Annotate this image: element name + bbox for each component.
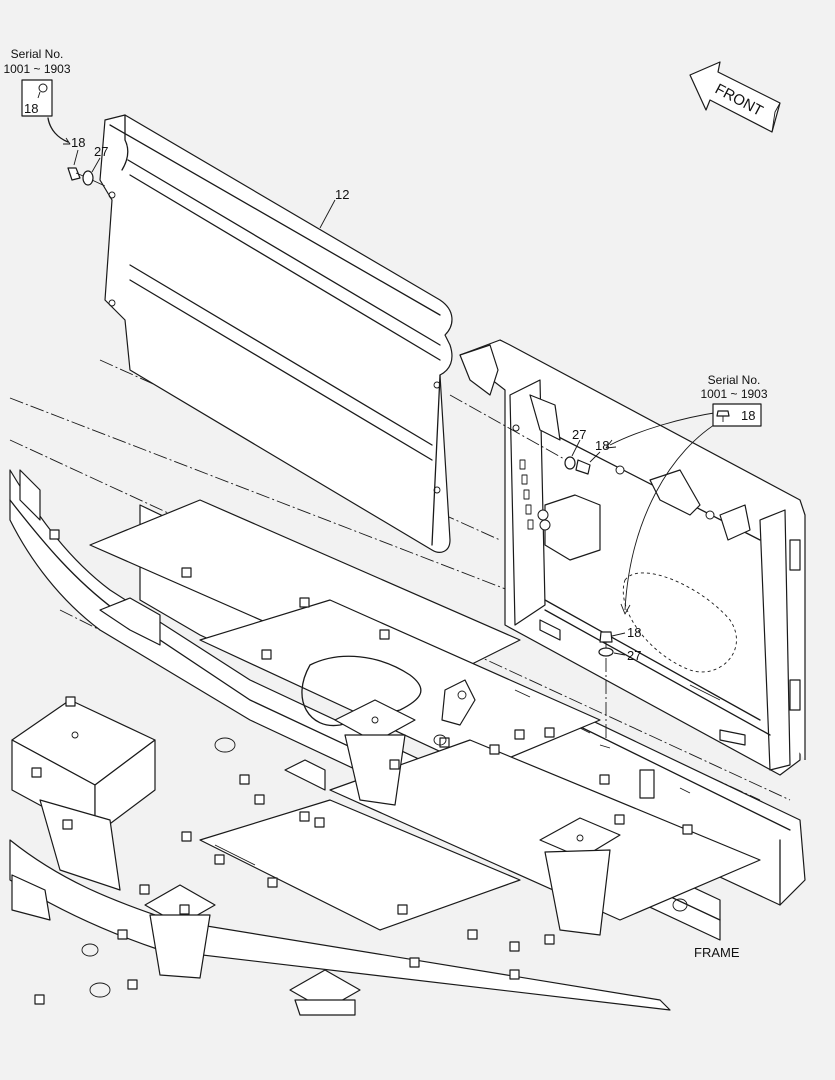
rail-clip [284, 759, 326, 791]
serial-box-right [712, 403, 762, 427]
part-27-left: 27 [94, 144, 108, 159]
bolt-18-lower [599, 631, 613, 648]
part-18-mid: 18 [595, 438, 609, 453]
front-direction-arrow [689, 61, 781, 133]
serial-left-part: 18 [24, 101, 38, 116]
hidden-outline [622, 572, 737, 673]
frame-label: FRAME [694, 945, 740, 960]
panel-hole [433, 486, 441, 494]
washer-27-left [82, 170, 94, 186]
lower-rail [9, 839, 671, 1011]
serial-right-line2: 1001 ~ 1903 [700, 387, 767, 401]
panel-rib [129, 264, 433, 446]
serial-arrow-left [47, 117, 69, 143]
housing-corner-bracket [719, 504, 751, 541]
panel-rib [127, 159, 441, 346]
lower-rail-tip [11, 874, 51, 921]
part-27-mid: 27 [572, 427, 586, 442]
housing-top-bracket [459, 344, 499, 396]
side-clip [789, 539, 801, 571]
panel-rib [129, 279, 433, 461]
serial-arrowhead-left [63, 137, 71, 145]
leader-18-left [73, 149, 79, 166]
leader-27-mid [571, 439, 581, 457]
panel-right-edge [431, 374, 441, 546]
serial-arrow-right-upper [609, 411, 721, 446]
bolt-18-mid [575, 459, 591, 475]
frame-assembly [9, 359, 806, 1016]
part-18-lower: 18 [627, 625, 641, 640]
housing-nut [705, 510, 715, 520]
bolt-18-left [67, 167, 89, 181]
housing-inner-bracket [529, 394, 561, 441]
serial-left-line1: Serial No. [11, 47, 64, 61]
upright-slots [519, 459, 534, 530]
frame-studs [31, 529, 693, 1005]
mount-bracket-left [11, 699, 156, 891]
washer-27-lower [598, 647, 614, 657]
leader-27-lower [613, 652, 626, 656]
side-clip [789, 679, 801, 711]
leader-12 [319, 199, 336, 229]
housing-top-edge [499, 339, 806, 760]
latch-nut [537, 509, 549, 521]
housing-right-upright [759, 509, 791, 771]
leader-18-lower [611, 632, 626, 637]
housing-nut [615, 465, 625, 475]
leader-27-left [91, 157, 101, 173]
latch-mechanism [544, 494, 601, 561]
serial-right-line1: Serial No. [708, 373, 761, 387]
part-12: 12 [335, 187, 349, 202]
mount-bracket-right [539, 817, 621, 936]
panel-top-flange [109, 124, 441, 316]
lift-bracket [441, 679, 476, 726]
mount-bracket-bottom-1 [144, 884, 216, 979]
mount-bracket-bottom-2 [289, 969, 361, 1016]
rail-end-bracket [99, 597, 161, 646]
rail-tip [19, 469, 41, 521]
serial-left-line2: 1001 ~ 1903 [3, 62, 70, 76]
panel-rib [129, 174, 441, 361]
serial-arrowhead [620, 603, 631, 615]
panel-hole [108, 299, 116, 307]
housing-assembly [459, 339, 806, 776]
part-27-lower: 27 [627, 648, 641, 663]
housing-left-upright [509, 379, 546, 626]
fasteners [67, 167, 614, 738]
latch-nut [539, 519, 551, 531]
leader-18-mid [589, 451, 601, 463]
serial-box-right-bolt-icon [716, 410, 730, 422]
cover-panel [99, 114, 453, 553]
bottom-clip [539, 619, 561, 641]
housing-nut [512, 424, 520, 432]
centerline [9, 397, 561, 611]
serial-arrowhead [605, 439, 617, 449]
frame-holes [81, 689, 691, 998]
cross-member-3 [329, 739, 761, 921]
panel-hole [108, 191, 116, 199]
mount-bracket-center [334, 699, 416, 806]
leader-lines [47, 117, 723, 656]
cross-member-4 [199, 799, 521, 931]
part-18-left: 18 [71, 135, 85, 150]
panel-body [99, 114, 453, 553]
strap [689, 684, 721, 701]
panel-hole [433, 381, 441, 389]
washer-27-mid [564, 456, 576, 470]
serial-box-left-bolt-icon [37, 83, 48, 99]
fastener-axis [449, 394, 567, 461]
fastener-axis [91, 179, 106, 187]
serial-right-part: 18 [741, 408, 755, 423]
cross-member-cutout [301, 655, 422, 727]
bottom-tab [719, 729, 746, 746]
panel-left-edge [121, 114, 129, 171]
serial-arrow-right-lower [624, 419, 723, 611]
